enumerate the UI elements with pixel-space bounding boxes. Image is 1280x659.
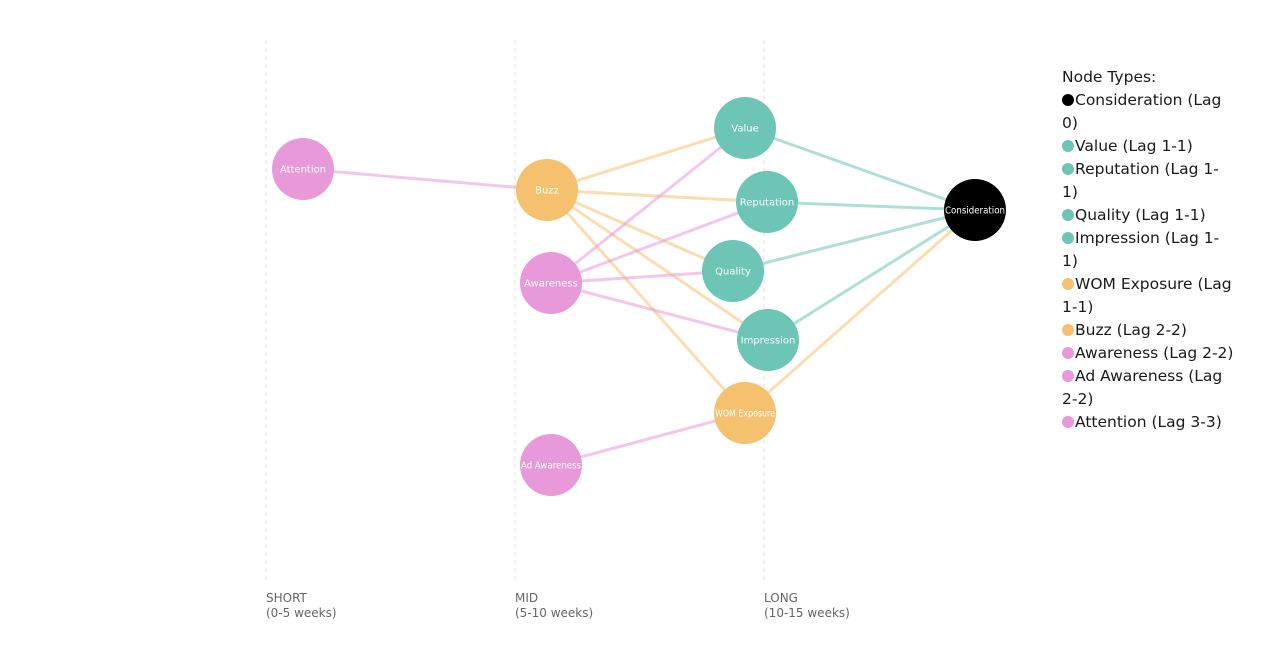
edge-awareness-to-value	[549, 126, 747, 285]
edge-buzz-to-quality	[545, 188, 735, 273]
edges	[301, 126, 977, 467]
legend-swatch-icon	[1062, 324, 1074, 336]
legend-item: Consideration (Lag 0)	[1062, 89, 1234, 135]
legend-item-label: Reputation (Lag 1-1)	[1062, 160, 1219, 201]
node-circle	[714, 97, 776, 159]
phase-label-long: LONG (10-15 weeks)	[764, 591, 850, 621]
legend-item-label: WOM Exposure (Lag 1-1)	[1062, 275, 1232, 316]
nodes: Consideration ValueReputationQualityImpre…	[272, 97, 1006, 496]
node-circle	[944, 179, 1006, 241]
node-label: Value	[731, 124, 758, 135]
node-circle	[516, 159, 578, 221]
edge-wom-to-consideration	[743, 208, 977, 415]
node-circle	[714, 382, 776, 444]
legend-item-label: Attention (Lag 3-3)	[1075, 413, 1222, 431]
legend-item-label: Buzz (Lag 2-2)	[1075, 321, 1187, 339]
phase-range: (0-5 weeks)	[266, 606, 337, 620]
node-circle	[702, 240, 764, 302]
edge-adawareness-to-wom	[549, 411, 747, 467]
node-circle	[736, 171, 798, 233]
legend-item-label: Quality (Lag 1-1)	[1075, 206, 1206, 224]
legend-item-label: Impression (Lag 1-1)	[1062, 229, 1220, 270]
node-label: Reputation	[740, 198, 795, 209]
legend-item: Value (Lag 1-1)	[1062, 135, 1234, 158]
legend-items: Consideration (Lag 0) Value (Lag 1-1) Repu…	[1062, 89, 1234, 434]
phase-guides	[265, 40, 765, 580]
node-label: WOM Exposure	[715, 409, 775, 420]
phase-name: SHORT	[266, 591, 307, 605]
legend-swatch-icon	[1062, 347, 1074, 359]
node-label: Buzz	[535, 186, 559, 197]
edge-buzz-to-wom	[545, 188, 747, 415]
node-wom[interactable]: WOM Exposure	[714, 382, 776, 444]
edge-impression-to-consideration	[766, 208, 977, 342]
legend-swatch-icon	[1062, 209, 1074, 221]
node-awareness[interactable]: Awareness	[520, 252, 582, 314]
legend-item: Buzz (Lag 2-2)	[1062, 319, 1234, 342]
node-label: Awareness	[524, 279, 578, 290]
node-buzz[interactable]: Buzz	[516, 159, 578, 221]
node-consideration[interactable]: Consideration	[944, 179, 1006, 241]
legend-item-label: Value (Lag 1-1)	[1075, 137, 1193, 155]
legend-item-label: Awareness (Lag 2-2)	[1075, 344, 1234, 362]
legend-swatch-icon	[1062, 94, 1074, 106]
phase-name: LONG	[764, 591, 798, 605]
node-label: Impression	[741, 336, 796, 347]
node-attention[interactable]: Attention	[272, 138, 334, 200]
legend-swatch-icon	[1062, 232, 1074, 244]
legend: Node Types: Consideration (Lag 0) Value (…	[1062, 66, 1234, 434]
node-circle	[520, 434, 582, 496]
edge-reputation-to-consideration	[765, 200, 977, 212]
legend-swatch-icon	[1062, 278, 1074, 290]
node-label: Ad Awareness	[521, 461, 581, 472]
node-value[interactable]: Value	[714, 97, 776, 159]
edge-buzz-to-reputation	[545, 188, 769, 204]
node-adawareness[interactable]: Ad Awareness	[520, 434, 582, 496]
node-label: Attention	[280, 165, 326, 176]
legend-item: WOM Exposure (Lag 1-1)	[1062, 273, 1234, 319]
legend-item-label: Ad Awareness (Lag 2-2)	[1062, 367, 1223, 408]
edge-quality-to-consideration	[731, 208, 977, 273]
phase-range: (5-10 weeks)	[515, 606, 594, 620]
edge-buzz-to-impression	[545, 188, 770, 342]
edge-attention-to-buzz	[301, 167, 549, 192]
node-circle	[272, 138, 334, 200]
legend-item: Quality (Lag 1-1)	[1062, 204, 1234, 227]
legend-item: Attention (Lag 3-3)	[1062, 411, 1234, 434]
node-reputation[interactable]: Reputation	[736, 171, 798, 233]
node-label: Quality	[715, 267, 751, 278]
edge-buzz-to-value	[545, 126, 747, 192]
edge-awareness-to-reputation	[549, 200, 769, 285]
phase-label-short: SHORT (0-5 weeks)	[266, 591, 337, 621]
node-circle	[520, 252, 582, 314]
node-circle	[737, 309, 799, 371]
node-label: Consideration	[945, 206, 1005, 217]
edge-awareness-to-impression	[549, 281, 770, 342]
legend-item: Impression (Lag 1-1)	[1062, 227, 1234, 273]
legend-swatch-icon	[1062, 370, 1074, 382]
legend-item: Reputation (Lag 1-1)	[1062, 158, 1234, 204]
legend-swatch-icon	[1062, 163, 1074, 175]
phase-range: (10-15 weeks)	[764, 606, 850, 620]
phase-label-mid: MID (5-10 weeks)	[515, 591, 593, 621]
legend-title: Node Types:	[1062, 68, 1157, 86]
node-impression[interactable]: Impression	[737, 309, 799, 371]
phase-name: MID	[515, 591, 539, 605]
edge-value-to-consideration	[743, 126, 977, 212]
legend-swatch-icon	[1062, 416, 1074, 428]
legend-item: Ad Awareness (Lag 2-2)	[1062, 365, 1234, 411]
node-quality[interactable]: Quality	[702, 240, 764, 302]
legend-item-label: Consideration (Lag 0)	[1062, 91, 1222, 132]
legend-swatch-icon	[1062, 140, 1074, 152]
legend-item: Awareness (Lag 2-2)	[1062, 342, 1234, 365]
